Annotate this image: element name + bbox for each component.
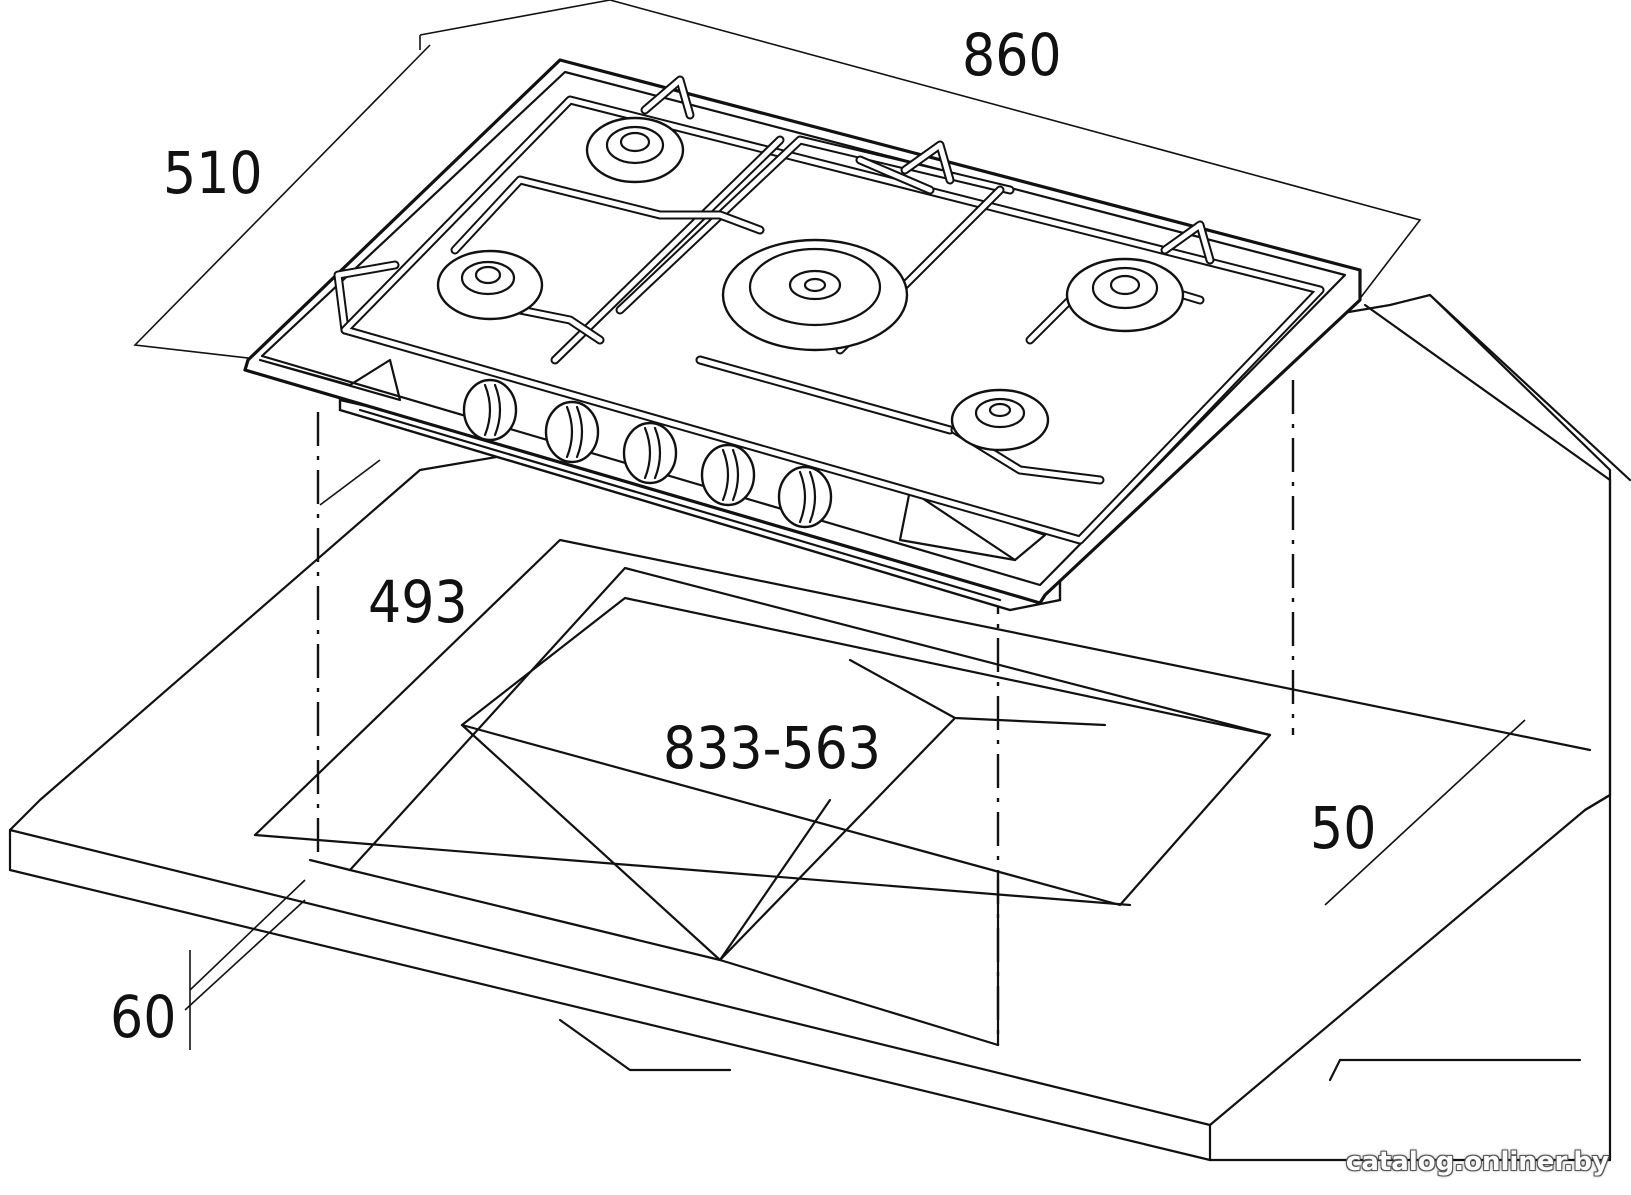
control-knobs bbox=[462, 378, 833, 529]
burner-rear-right bbox=[1065, 257, 1185, 333]
hob bbox=[243, 58, 1362, 612]
knob-1 bbox=[462, 378, 518, 442]
dimension-833-563: 833-563 bbox=[663, 714, 881, 782]
knob-2 bbox=[544, 400, 600, 464]
knob-4 bbox=[700, 443, 756, 507]
knob-5 bbox=[777, 465, 833, 529]
dimension-510: 510 bbox=[163, 139, 263, 207]
worktop bbox=[8, 293, 1631, 1162]
dimension-493: 493 bbox=[368, 568, 468, 636]
dimension-50: 50 bbox=[1310, 794, 1376, 862]
dimension-860: 860 bbox=[962, 21, 1062, 89]
burner-rear-left bbox=[585, 116, 685, 184]
burner-front-left bbox=[436, 249, 544, 321]
burner-wok-center bbox=[721, 238, 909, 352]
knob-3 bbox=[622, 421, 678, 485]
watermark: catalog.onliner.by bbox=[1345, 1147, 1609, 1177]
burner-front-right bbox=[950, 388, 1050, 452]
cutout bbox=[253, 380, 1592, 1047]
dimension-60: 60 bbox=[110, 983, 176, 1051]
